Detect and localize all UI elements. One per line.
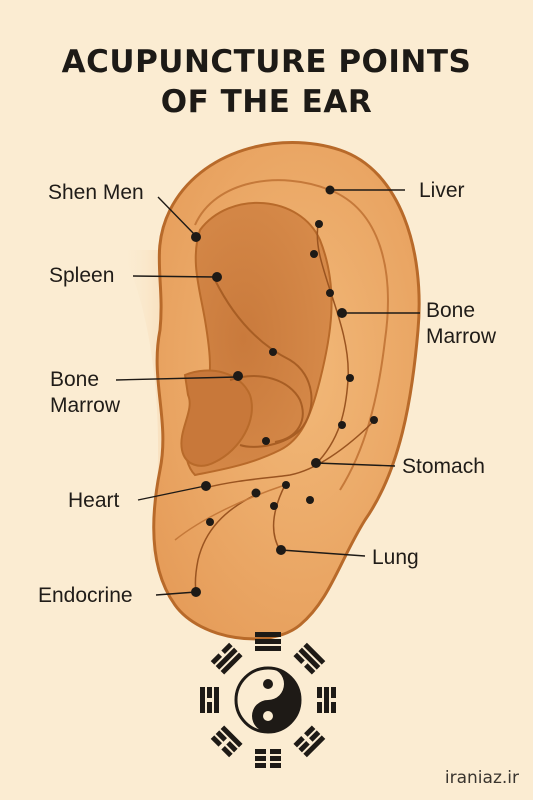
antihelix: [214, 279, 313, 448]
point-bone-marrow-right: [337, 308, 347, 318]
leader-heart: [137, 485, 206, 501]
point-liver: [325, 185, 335, 195]
leader-spleen: [132, 275, 217, 278]
watermark: iraniaz.ir: [444, 768, 519, 788]
point-bone-marrow-left: [233, 371, 243, 381]
point: [262, 437, 270, 445]
label-spleen: Spleen: [49, 264, 115, 287]
label-lung: Lung: [372, 546, 419, 569]
point-heart: [201, 481, 211, 491]
channel-endocrine: [194, 494, 256, 593]
point: [370, 416, 378, 424]
page-title-line-2: OF THE EAR: [160, 84, 373, 120]
label-stomach: Stomach: [402, 455, 485, 478]
leader-bone-marrow-left: [115, 376, 238, 381]
yin-yang-symbol: [200, 632, 336, 768]
point: [282, 481, 290, 489]
point: [315, 220, 323, 228]
point-lung: [276, 545, 286, 555]
leader-lines: [115, 189, 420, 596]
earlobe-fold: [174, 484, 286, 541]
point: [206, 518, 214, 526]
point-shen-men: [191, 232, 201, 242]
point: [306, 496, 314, 504]
page-title-line-1: ACUPUNCTURE POINTS: [61, 44, 472, 80]
point-spleen: [212, 272, 222, 282]
leader-lung: [280, 549, 366, 557]
point: [270, 502, 278, 510]
label-bone-marrow-right-1: Bone: [426, 299, 476, 322]
leader-endocrine: [155, 591, 197, 596]
point-stomach: [311, 458, 321, 468]
point: [251, 488, 261, 498]
label-liver: Liver: [419, 179, 465, 202]
point: [310, 250, 318, 258]
point: [269, 348, 277, 356]
label-endocrine: Endocrine: [38, 584, 133, 607]
helix-rim: [194, 179, 389, 491]
label-shen-men: Shen Men: [48, 181, 144, 204]
point: [346, 374, 354, 382]
channel-lung: [272, 484, 286, 551]
label-heart: Heart: [68, 489, 120, 512]
points: [191, 185, 378, 597]
leader-stomach: [315, 462, 396, 467]
point-endocrine: [191, 587, 201, 597]
label-bone-marrow-left-2: Marrow: [50, 394, 121, 417]
label-bone-marrow-right-2: Marrow: [426, 325, 497, 348]
label-bone-marrow-left-1: Bone: [50, 368, 100, 391]
leader-shen-men: [157, 196, 197, 237]
point: [338, 421, 346, 429]
point: [326, 289, 334, 297]
trigrams: [200, 632, 336, 768]
antihelix-2: [229, 375, 304, 443]
channel-lobe: [204, 419, 376, 489]
